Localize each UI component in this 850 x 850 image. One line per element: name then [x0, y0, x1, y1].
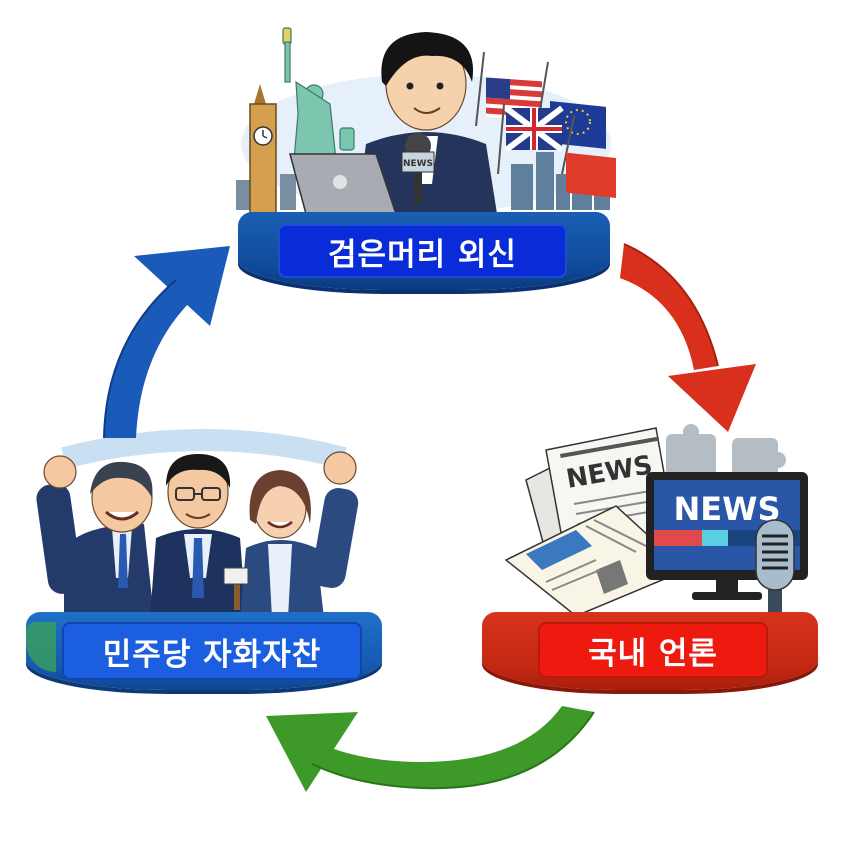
arrow-domestic-to-democratic	[262, 692, 602, 792]
red-flag-icon	[561, 115, 616, 198]
green-curved-arrow-icon	[266, 706, 595, 792]
blue-curved-arrow-icon	[103, 246, 230, 439]
city-skyline-icon	[511, 152, 610, 210]
front-newspaper-icon	[504, 505, 688, 616]
politician-left-icon	[36, 455, 154, 618]
arrow-foreign-to-domestic	[616, 236, 766, 436]
domestic-media-node: 국내 언론	[482, 612, 818, 690]
mic-flag-text: NEWS	[403, 159, 433, 169]
statue-of-liberty-icon	[282, 27, 355, 161]
domestic-media-label: 국내 언론	[538, 622, 768, 678]
democratic-party-node: 민주당 자화자찬	[26, 612, 382, 690]
red-curved-arrow-icon	[620, 243, 756, 432]
domestic-media-illustration: NEWS NEWS	[496, 420, 826, 616]
big-ben-icon	[249, 84, 277, 215]
democratic-party-illustration	[24, 428, 384, 618]
arrow-democratic-to-foreign	[96, 240, 236, 440]
democratic-party-label: 민주당 자화자찬	[62, 622, 362, 680]
foreign-press-illustration: NEWS	[236, 24, 616, 220]
reporter-icon: NEWS	[356, 32, 498, 220]
uk-flag-icon	[497, 103, 564, 175]
tv-headline: NEWS	[674, 490, 781, 528]
foreign-press-node: 검은머리 외신	[238, 212, 610, 290]
studio-microphone-icon	[755, 519, 795, 616]
microphone-icon: NEWS	[401, 133, 435, 204]
foreign-press-label: 검은머리 외신	[278, 224, 567, 278]
politician-middle-icon	[150, 454, 246, 618]
politician-right-icon	[223, 451, 359, 618]
